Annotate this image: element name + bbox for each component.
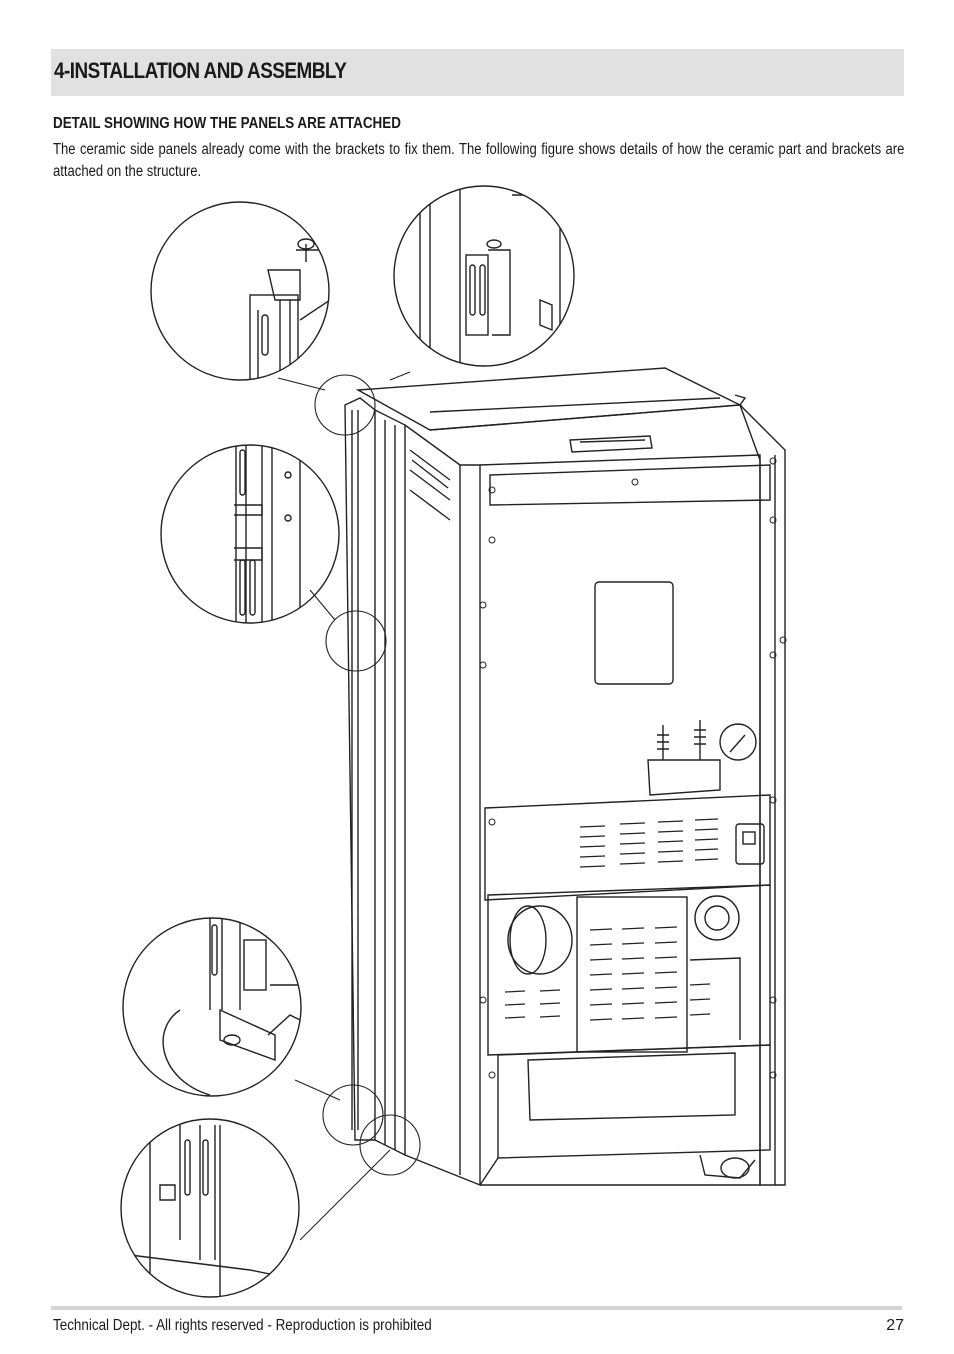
footer-copyright: Technical Dept. - All rights reserved - … (53, 1317, 432, 1334)
section-title: 4-INSTALLATION AND ASSEMBLY (54, 58, 347, 83)
page-number: 27 (886, 1317, 904, 1334)
detail-circle-bottom-left (120, 1118, 300, 1298)
footer-rule (51, 1306, 902, 1310)
detail-description: The ceramic side panels already come wit… (53, 141, 905, 180)
detail-circle-top-left (150, 201, 330, 381)
detail-circle-lower-left (122, 917, 302, 1097)
section-header-bar (51, 49, 904, 96)
detail-circle-top-right (393, 185, 575, 367)
vent-grille-upper (579, 818, 719, 868)
stove-body (344, 367, 787, 1187)
leader-lines (277, 371, 411, 1241)
detail-circle-middle-left (160, 444, 340, 624)
vent-grille-lower (504, 926, 711, 1021)
detail-title: DETAIL SHOWING HOW THE PANELS ARE ATTACH… (53, 115, 401, 132)
